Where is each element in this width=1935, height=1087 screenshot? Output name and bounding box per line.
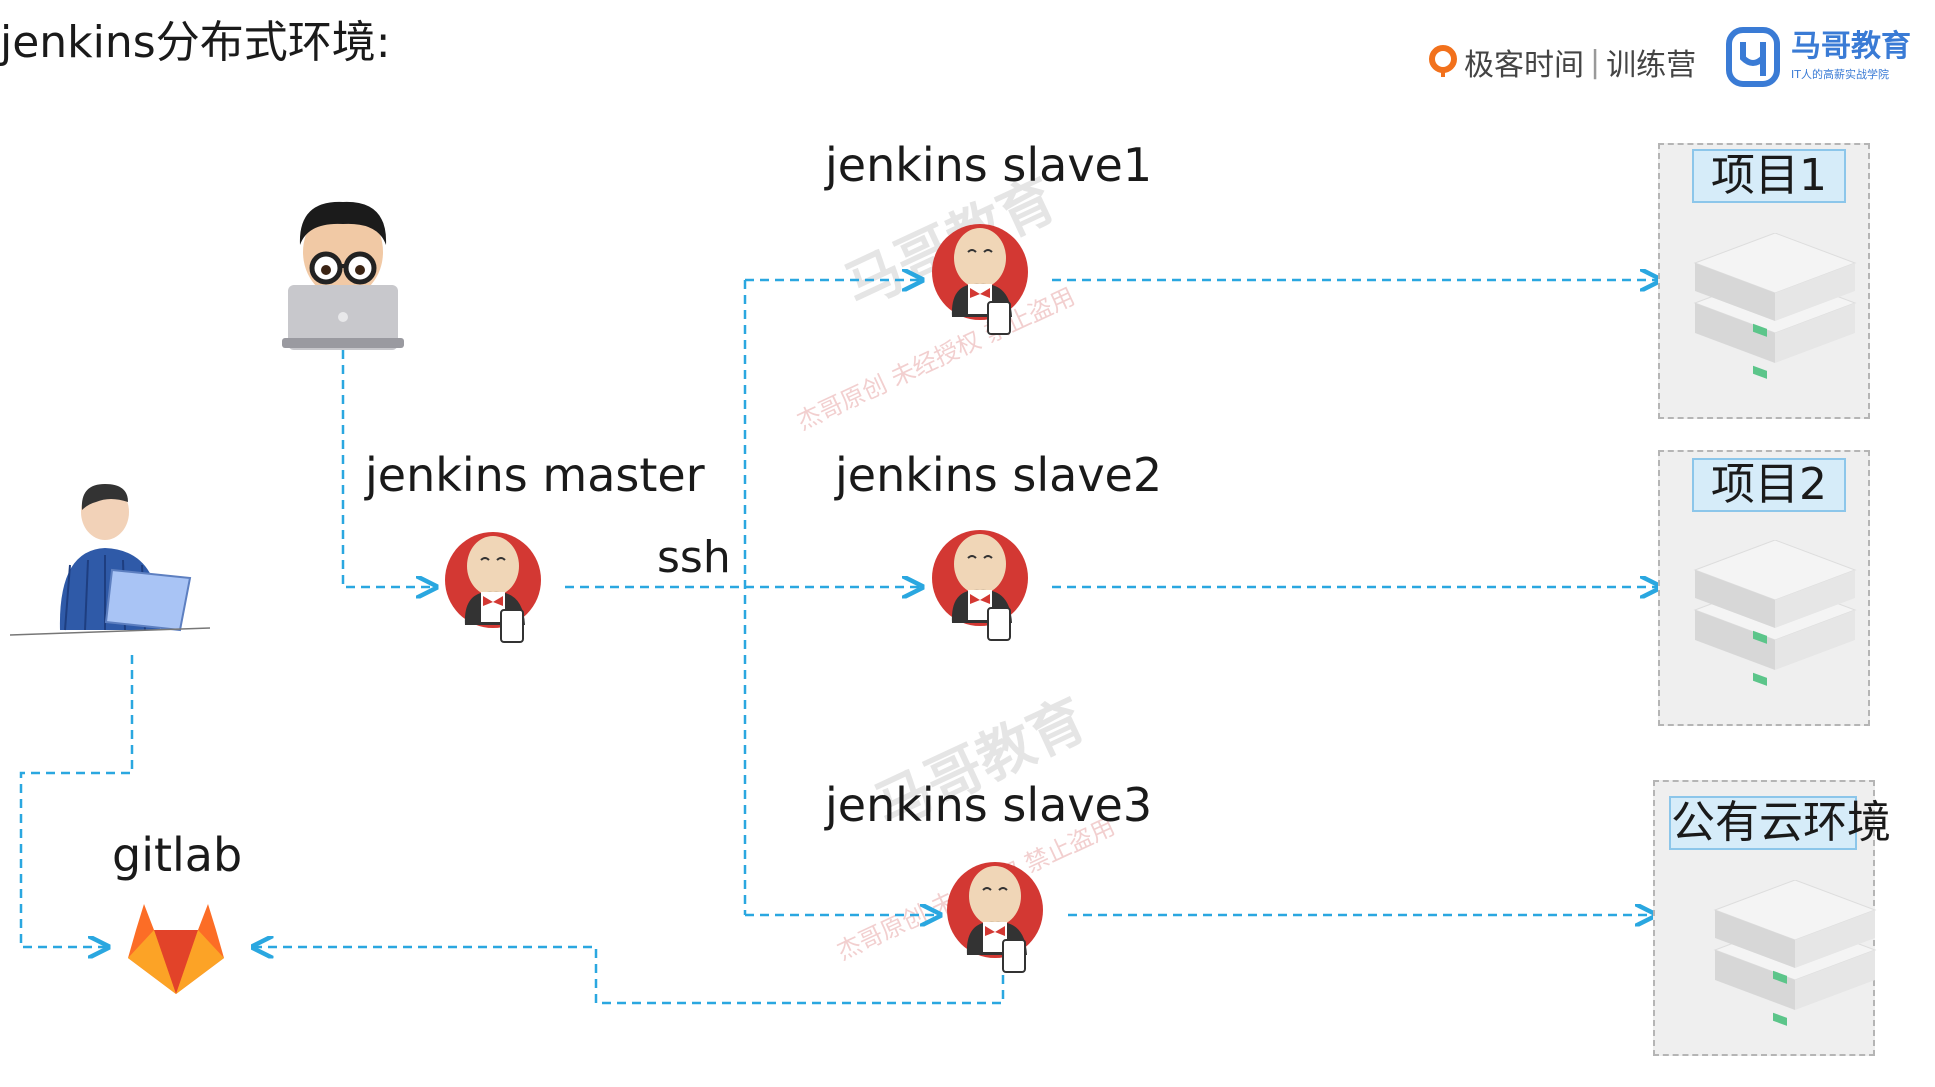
project2-title: 项目2 <box>1692 458 1846 512</box>
mage-logo: 马哥教育 IT人的高薪实战学院 <box>1725 26 1911 88</box>
admin-to-gitlab-arrow <box>19 655 134 947</box>
jenkins-slave1-icon <box>932 224 1028 335</box>
cloud-server-icon <box>1713 880 1877 1026</box>
dev-to-master-arrow <box>341 350 436 587</box>
geektime-name: 极客时间 <box>1464 48 1584 83</box>
geektime-camp: 训练营 <box>1606 48 1697 83</box>
mage-icon <box>1726 27 1780 87</box>
mage-name: 马哥教育 <box>1791 29 1911 64</box>
mage-slogan: IT人的高薪实战学院 <box>1791 68 1889 81</box>
jenkins-slave2-label: jenkins slave2 <box>835 448 1163 502</box>
geektime-logo: 极客时间 | 训练营 <box>1428 40 1696 84</box>
project1-title: 项目1 <box>1692 149 1846 203</box>
slave3-to-gitlab-arrow <box>253 947 1005 1005</box>
geektime-icon <box>1429 45 1457 77</box>
jenkins-master-icon <box>445 532 541 643</box>
jenkins-slave3-label: jenkins slave3 <box>825 778 1153 832</box>
project1-server-icon <box>1693 233 1857 379</box>
cloud-title: 公有云环境 <box>1669 796 1891 850</box>
ssh-label: ssh <box>657 532 731 583</box>
jenkins-slave3-icon <box>947 862 1043 973</box>
jenkins-slave2-icon <box>932 530 1028 641</box>
jenkins-master-label: jenkins master <box>365 448 705 502</box>
gitlab-icon <box>128 904 224 994</box>
project2-server-icon <box>1693 540 1857 686</box>
jenkins-slave1-label: jenkins slave1 <box>825 138 1153 192</box>
developer-avatar-icon <box>282 201 404 350</box>
admin-avatar-icon <box>10 484 210 636</box>
page-title: jenkins分布式环境: <box>0 17 391 68</box>
gitlab-label: gitlab <box>112 828 243 882</box>
